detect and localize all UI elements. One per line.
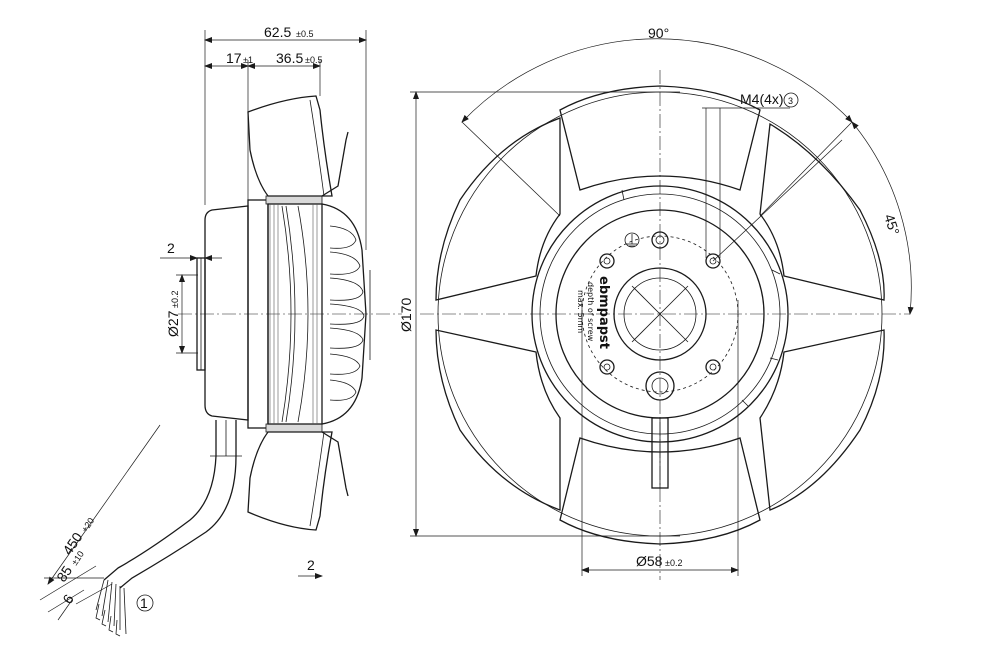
dim-angle-top: 90° xyxy=(648,25,669,41)
svg-text:max. 5mm: max. 5mm xyxy=(576,290,585,333)
blade-upper xyxy=(247,95,333,197)
callout-3 xyxy=(783,92,799,108)
dim-fan-dia: Ø170 xyxy=(398,298,414,332)
front-view: ebmpapst depth of screw max. 5mm Ø170 Ø5… xyxy=(398,25,914,580)
brand-label: ebmpapst depth of screw max. 5mm xyxy=(576,276,611,349)
dim-hole-circle: Ø58 xyxy=(636,553,663,569)
dim-angle-side: 45° xyxy=(881,212,903,237)
svg-text:±1: ±1 xyxy=(243,55,253,65)
dim-impeller-depth: 36.5 xyxy=(276,50,303,66)
svg-text:1: 1 xyxy=(140,595,148,611)
dim-thread: M4(4x) xyxy=(740,91,784,107)
svg-text:±0.5: ±0.5 xyxy=(296,29,313,39)
dim-flange-step: 2 xyxy=(167,240,175,256)
svg-text:ebmpapst: ebmpapst xyxy=(596,276,611,349)
side-view: 62.5 ±0.5 17 ±1 36.5 ±0.5 2 Ø27 ±0.2 450… xyxy=(39,24,402,637)
cable xyxy=(95,420,242,637)
blade-lower xyxy=(247,431,333,531)
svg-text:±0.2: ±0.2 xyxy=(665,558,682,568)
stator-section xyxy=(267,203,323,425)
dim-wire-end: 6 xyxy=(59,591,77,607)
callout-1 xyxy=(136,594,154,612)
callout-2: 2 xyxy=(307,557,315,573)
motor-housing-side xyxy=(204,205,249,421)
rotor-bell xyxy=(321,203,367,425)
svg-text:±0.2: ±0.2 xyxy=(170,291,180,308)
rotor-fins xyxy=(329,225,365,401)
dim-overall-depth: 62.5 xyxy=(264,24,291,40)
dim-hub-offset: 17 xyxy=(226,50,242,66)
mounting-holes xyxy=(599,253,721,375)
hub-center xyxy=(613,267,707,361)
svg-text:depth of screw: depth of screw xyxy=(586,282,595,342)
dim-strip-len: 85 xyxy=(53,563,75,585)
svg-text:3: 3 xyxy=(788,96,793,106)
ground-icon xyxy=(624,232,640,248)
svg-text:±0.5: ±0.5 xyxy=(305,55,322,65)
dim-shaft-dia: Ø27 xyxy=(165,310,181,337)
